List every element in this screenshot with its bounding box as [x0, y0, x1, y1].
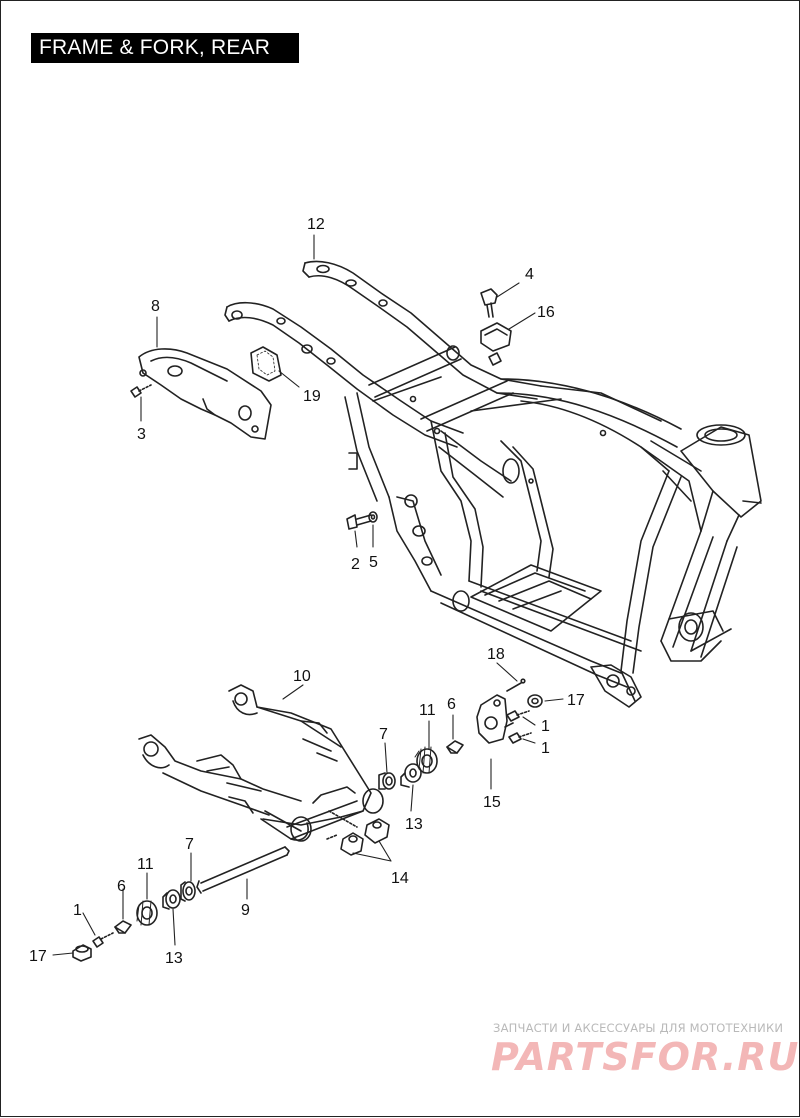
part-7-bearing-left — [180, 881, 196, 902]
page-title: FRAME & FORK, REAR — [31, 33, 299, 63]
callout-13-right: 13 — [405, 816, 423, 833]
leader-lines — [52, 234, 564, 956]
callout-12: 12 — [307, 216, 325, 233]
callout-labels: 12 4 16 8 19 3 2 5 10 18 17 1 1 6 11 7 1… — [29, 216, 585, 967]
main-frame — [224, 260, 762, 708]
callout-6-left: 6 — [117, 878, 126, 895]
part-11-nut-left — [136, 900, 158, 926]
callout-15: 15 — [483, 794, 501, 811]
callout-9: 9 — [241, 902, 250, 919]
part-3-screw — [130, 384, 152, 398]
callout-7-right: 7 — [379, 726, 388, 743]
callout-17-left: 17 — [29, 948, 47, 965]
callout-10: 10 — [293, 668, 311, 685]
part-4-bolt — [480, 288, 498, 318]
callout-7-left: 7 — [185, 836, 194, 853]
part-7-bearing-right — [378, 772, 396, 790]
callout-13-left: 13 — [165, 950, 183, 967]
part-18-pin — [506, 678, 526, 692]
part-19-gasket — [250, 346, 282, 382]
part-1-bolts-right — [506, 710, 532, 744]
watermark-subtitle: ЗАПЧАСТИ И АКСЕССУАРЫ ДЛЯ МОТОТЕХНИКИ — [493, 1021, 784, 1035]
callout-1-right-lower: 1 — [541, 740, 550, 757]
callout-16: 16 — [537, 304, 555, 321]
callout-8: 8 — [151, 298, 160, 315]
watermark-logo: PARTSFOR.RU — [491, 1035, 800, 1079]
part-10-swingarm — [138, 684, 384, 842]
part-16-clip — [480, 322, 512, 366]
part-15-bracket — [476, 694, 514, 744]
callout-1-left: 1 — [73, 902, 82, 919]
part-11-nut-right — [414, 746, 438, 774]
callout-18: 18 — [487, 646, 505, 663]
part-13-spacer-right — [400, 763, 422, 788]
part-14-bushings — [326, 810, 390, 856]
callout-17-right: 17 — [567, 692, 585, 709]
callout-14: 14 — [391, 870, 409, 887]
callout-5: 5 — [369, 554, 378, 571]
callout-4: 4 — [525, 266, 534, 283]
part-2-bolt — [346, 514, 372, 530]
callout-11-left: 11 — [137, 856, 154, 873]
part-17-cap-right — [527, 694, 543, 708]
callout-3: 3 — [137, 426, 146, 443]
part-13-spacer-left — [162, 889, 181, 910]
callout-6-right: 6 — [447, 696, 456, 713]
part-1-bolt-left — [92, 932, 114, 948]
part-17-cap-left — [72, 944, 92, 962]
part-5-washer — [368, 511, 378, 523]
callout-2: 2 — [351, 556, 360, 573]
callout-1-right-upper: 1 — [541, 718, 550, 735]
callout-11-right: 11 — [419, 702, 436, 719]
part-9-pivot-shaft — [196, 846, 290, 894]
part-6-bushing-right — [446, 740, 464, 754]
callout-19: 19 — [303, 388, 321, 405]
part-6-bushing-left — [114, 920, 132, 934]
part-8-rail-cover — [138, 348, 272, 440]
